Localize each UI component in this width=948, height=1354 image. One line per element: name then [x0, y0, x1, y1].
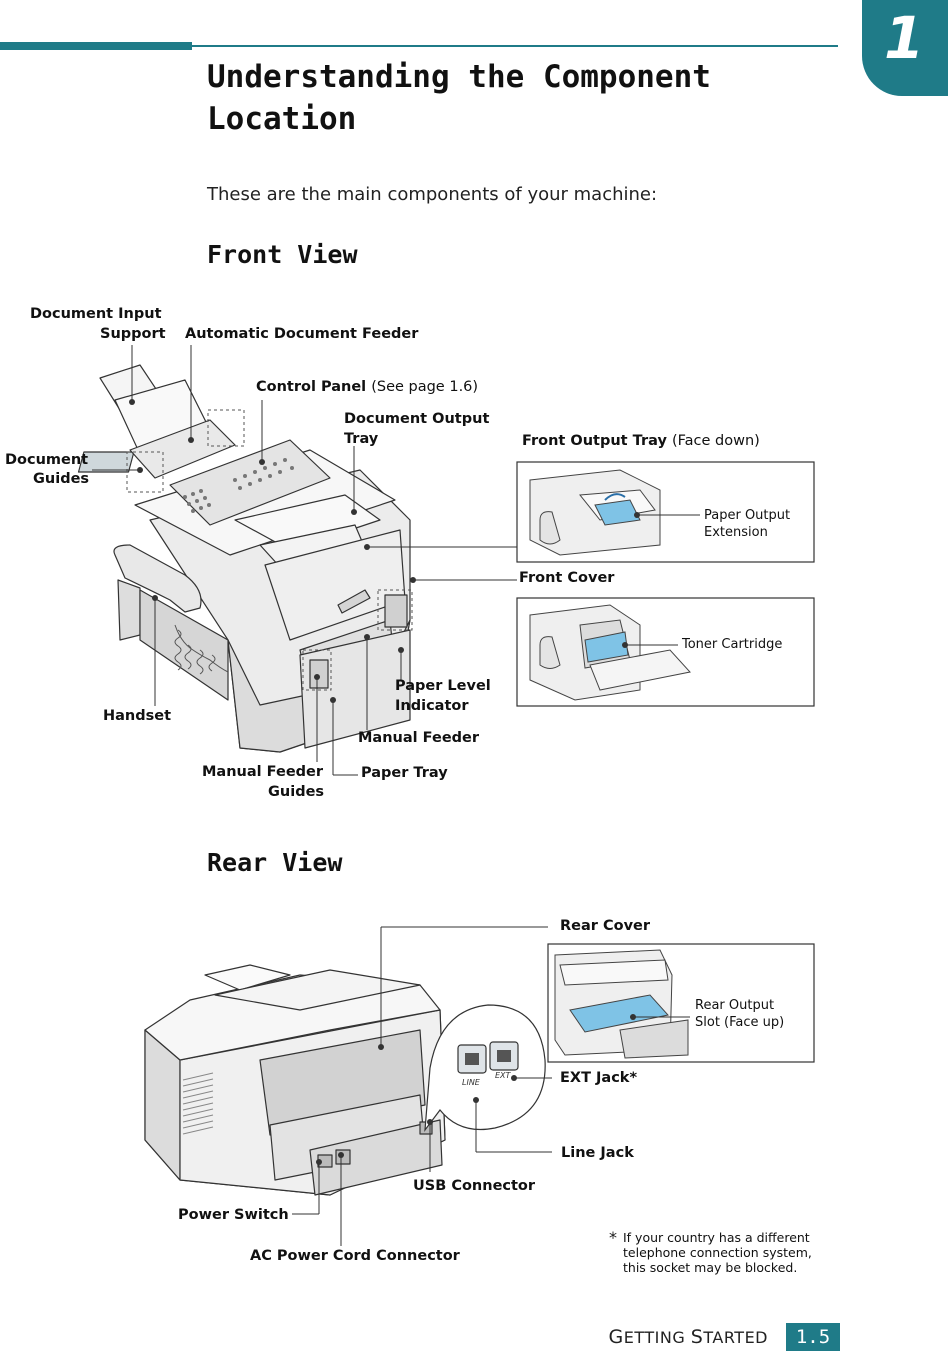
page-title: Understanding the Component Location [207, 59, 711, 137]
page-number: 1.5 [786, 1323, 840, 1351]
label-document-output-tray-line1: Document Output [344, 411, 490, 427]
label-manual-feeder-guides-line2: Guides [268, 784, 325, 800]
label-front-output-tray: Front Output Tray (Face down) [522, 433, 760, 449]
jack-ext-text: EXT [495, 1071, 511, 1080]
label-rear-cover: Rear Cover [560, 918, 651, 934]
label-rear-output-slot-line1: Rear Output [695, 998, 775, 1013]
label-line-jack: Line Jack [561, 1145, 634, 1161]
label-document-guides-line1: Document [5, 452, 89, 468]
label-front-cover: Front Cover [519, 570, 615, 586]
front-view-heading: Front View [207, 240, 358, 269]
footer-section-title: GETTING STARTED [608, 1326, 768, 1348]
label-handset: Handset [103, 708, 172, 724]
label-paper-tray: Paper Tray [361, 765, 448, 781]
label-document-guides-line2: Guides [33, 471, 90, 487]
header-rule-thin [192, 45, 838, 47]
label-paper-output-extension-line1: Paper Output [704, 508, 791, 523]
jack-line-text: LINE [462, 1078, 480, 1087]
label-paper-level-indicator-line2: Indicator [395, 698, 469, 714]
footnote-star: * [609, 1228, 617, 1247]
intro-text: These are the main components of your ma… [207, 184, 658, 205]
label-paper-output-extension-line2: Extension [704, 525, 768, 540]
footnote-line3: this socket may be blocked. [623, 1260, 798, 1275]
rear-view-heading: Rear View [207, 848, 343, 877]
label-ac-power-cord-connector: AC Power Cord Connector [250, 1248, 460, 1264]
label-usb-connector: USB Connector [413, 1178, 536, 1194]
chapter-tab [862, 0, 948, 96]
label-manual-feeder: Manual Feeder [358, 730, 480, 746]
footnote-line1: If your country has a different [623, 1230, 810, 1245]
label-automatic-document-feeder: Automatic Document Feeder [185, 326, 419, 342]
label-rear-output-slot-line2: Slot (Face up) [695, 1015, 785, 1030]
label-paper-level-indicator-line1: Paper Level [395, 678, 491, 694]
footnote-line2: telephone connection system, [623, 1245, 812, 1260]
label-toner-cartridge: Toner Cartridge [682, 637, 783, 652]
chapter-number: 1 [884, 4, 925, 72]
label-document-input-support-line1: Document Input [30, 306, 162, 322]
label-document-input-support-line2: Support [100, 326, 166, 342]
header-rule-thick [0, 42, 192, 50]
label-power-switch: Power Switch [178, 1207, 289, 1223]
label-manual-feeder-guides-line1: Manual Feeder [202, 764, 324, 780]
label-control-panel: Control Panel (See page 1.6) [256, 379, 479, 395]
label-document-output-tray-line2: Tray [344, 431, 379, 447]
label-ext-jack: EXT Jack* [560, 1070, 638, 1086]
